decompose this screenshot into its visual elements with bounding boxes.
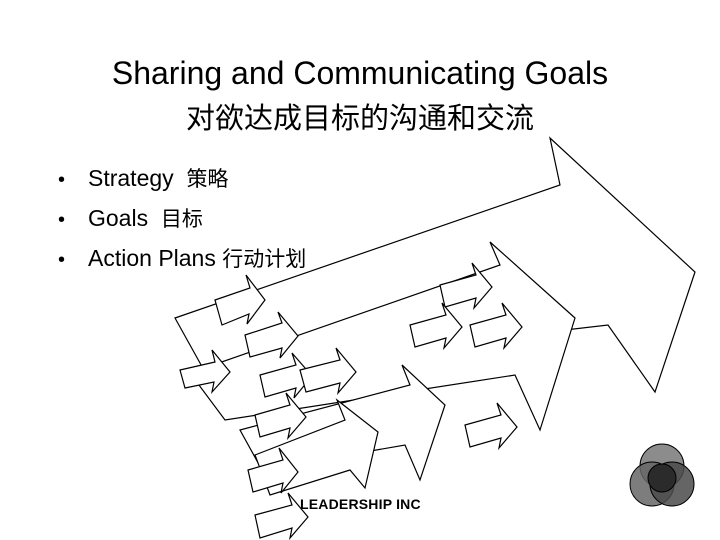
bullet-text-chinese: 策略	[186, 167, 229, 191]
arrow-small	[469, 302, 523, 351]
arrow-small	[179, 349, 231, 395]
bullet-text: Strategy	[88, 165, 174, 191]
arrow-small	[254, 392, 307, 441]
bullet-icon: •	[58, 209, 66, 231]
bullet-icon: •	[58, 249, 66, 271]
bullet-list: • Strategy 策略 • Goals 目标 • Action Plans 行动计…	[58, 161, 306, 281]
arrow-small	[247, 447, 299, 494]
arrow-medium-3	[254, 398, 379, 496]
bullet-item: • Action Plans 行动计划	[58, 241, 306, 281]
arrow-small	[409, 302, 463, 351]
page-title-chinese: 对欲达成目标的沟通和交流	[185, 101, 534, 135]
arrow-small	[214, 274, 266, 326]
arrow-small	[439, 262, 493, 311]
bullet-text-chinese: 目标	[160, 207, 203, 231]
arrow-medium-2	[239, 364, 446, 482]
arrow-small	[464, 402, 518, 451]
arrow-small	[259, 352, 313, 399]
bullet-text: Goals	[88, 205, 149, 231]
bullet-icon: •	[58, 169, 66, 191]
bullet-text: Action Plans	[88, 245, 216, 271]
bullet-item: • Goals 目标	[58, 201, 306, 241]
bullet-item: • Strategy 策略	[58, 161, 306, 201]
page-title: Sharing and Communicating Goals	[111, 55, 609, 91]
arrow-small	[299, 347, 357, 396]
arrow-small	[244, 311, 299, 359]
bullet-text-chinese: 行动计划	[222, 247, 307, 271]
footer-company-name: LEADERSHIP INC	[300, 496, 421, 512]
